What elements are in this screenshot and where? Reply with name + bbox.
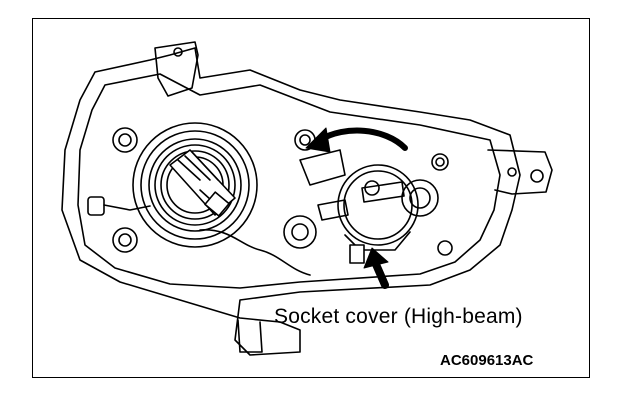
housing-inner-rim bbox=[77, 73, 501, 289]
socket-cover-callout: Socket cover (High-beam) bbox=[274, 305, 523, 328]
right-bracket bbox=[487, 149, 553, 195]
mounting-bosses bbox=[112, 127, 453, 256]
socket-clip bbox=[299, 149, 346, 186]
right-bracket-hole bbox=[530, 169, 544, 183]
low-beam-socket bbox=[132, 122, 258, 248]
counterclockwise-arrow-icon bbox=[305, 127, 408, 153]
figure-frame bbox=[32, 18, 590, 378]
figure-code: AC609613AC bbox=[440, 352, 534, 369]
bottom-tab bbox=[237, 319, 263, 353]
top-bracket-hole bbox=[173, 47, 183, 57]
high-beam-socket bbox=[337, 164, 439, 264]
housing-outline bbox=[61, 47, 521, 356]
pointer-arrow-icon bbox=[363, 247, 389, 289]
wire-harness bbox=[199, 229, 311, 276]
top-bracket bbox=[154, 41, 199, 97]
side-connector bbox=[87, 196, 151, 216]
